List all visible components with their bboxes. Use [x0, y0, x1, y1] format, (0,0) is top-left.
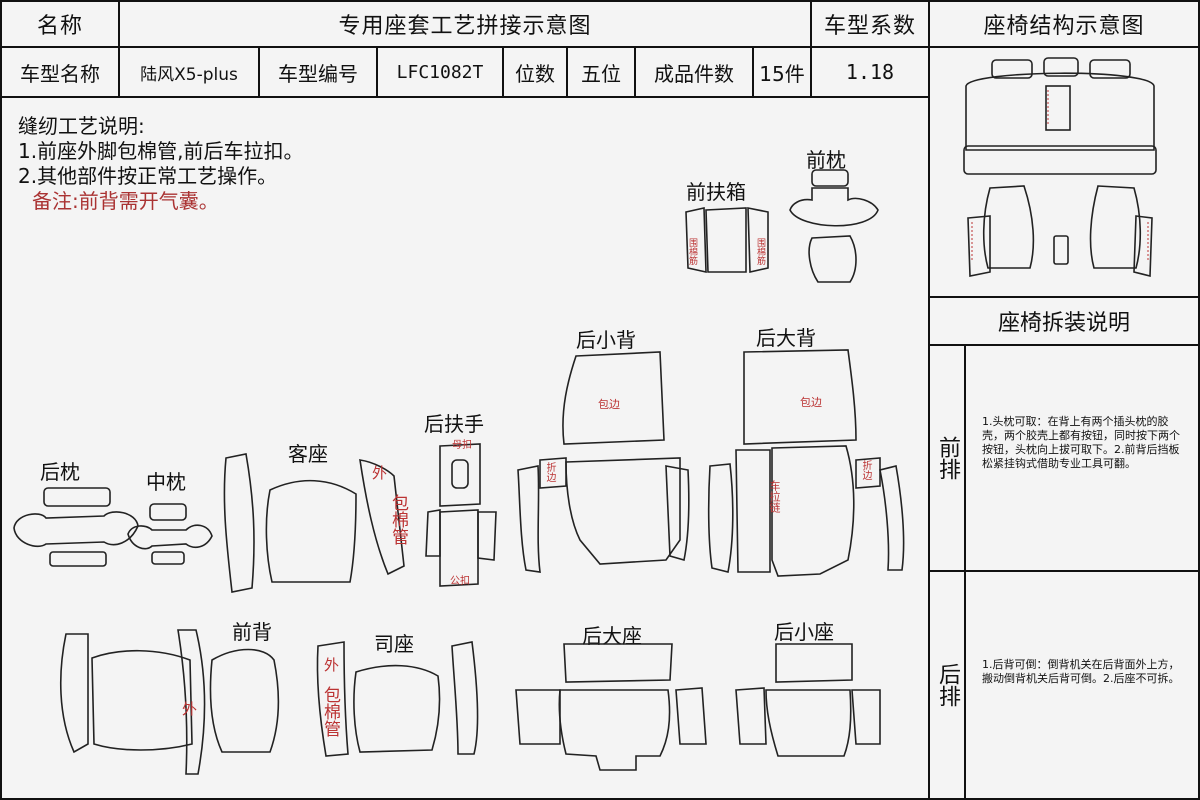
zipper-marks [971, 90, 1149, 262]
label-front-back: 前背 [232, 620, 272, 644]
notes-line-1: 1.前座外脚包棉管,前后车拉扣。 [18, 139, 304, 163]
front-pillow-pieces [789, 169, 879, 283]
page-title-text: 专用座套工艺拼接示意图 [338, 14, 592, 39]
seats-value-text: 五位 [581, 61, 621, 86]
annot-wrap-tube-driver: 包棉管 [320, 686, 340, 737]
notes-remark: 备注:前背需开气囊。 [32, 189, 219, 213]
pieces-label-text: 成品件数 [654, 61, 734, 86]
label-rear-armrest: 后扶手 [424, 412, 484, 436]
coef-label-text: 车型系数 [823, 14, 916, 39]
code-value-text: LFC1082T [396, 61, 484, 83]
model-label-text: 车型名称 [20, 61, 100, 86]
passenger-seat-pieces [223, 453, 405, 593]
name-label-text: 名称 [36, 14, 83, 39]
rear-big-seat-pieces [515, 643, 707, 771]
front-row-text-block: 1.头枕可取：在背上有两个插头枕的胶壳，两个胶壳上都有按钮，同时按下两个按钮，头… [982, 415, 1180, 470]
front-row-text: 前排 [935, 436, 960, 480]
code-label-text: 车型编号 [278, 61, 358, 86]
disassembly-title-text: 座椅拆装说明 [997, 311, 1130, 336]
annot-wrap-edge-big: 包边 [800, 396, 822, 409]
annot-fold-edge-small: 折边 [544, 462, 555, 482]
annot-female-buckle: 母扣 [452, 440, 472, 451]
model-value-text: 陆风X5-plus [140, 64, 238, 85]
sewing-notes: 缝纫工艺说明: 1.前座外脚包棉管,前后车拉扣。 2.其他部件按正常工艺操作。 … [18, 114, 303, 214]
label-rear-small-back: 后小背 [576, 328, 636, 352]
driver-seat-pieces [316, 641, 479, 757]
annot-wrap-edge-small: 包边 [598, 398, 620, 411]
mid-pillow-pieces [127, 503, 213, 565]
annot-wrap-tube-passenger: 包棉管 [388, 494, 408, 545]
coef-value: 1.18 [810, 46, 930, 98]
rear-armrest-pieces [425, 443, 497, 587]
notes-title: 缝纫工艺说明: [18, 114, 145, 138]
annot-male-buckle: 公扣 [450, 576, 470, 587]
label-driver-seat: 司座 [374, 632, 414, 656]
annot-wrap-tube-short-right: 围棉筋 [755, 238, 765, 265]
annot-fold-edge-big: 折边 [860, 460, 871, 480]
notes-line-2: 2.其他部件按正常工艺操作。 [18, 164, 278, 188]
annot-car-pull: 车拉链 [768, 480, 781, 513]
coef-label: 车型系数 [810, 0, 930, 48]
rear-pillow-pieces [13, 487, 139, 567]
label-front-pillow: 前枕 [806, 148, 846, 172]
label-rear-pillow: 后枕 [40, 460, 80, 484]
rear-row-text-block: 1.后背可倒：倒背机关在后背面外上方，搬动倒背机关后背可倒。2.后座不可拆。 [982, 658, 1180, 685]
rear-big-back-pieces [707, 349, 905, 577]
pieces-value-text: 15件 [759, 61, 805, 86]
label-passenger-seat: 客座 [288, 442, 328, 466]
seats-label-text: 位数 [515, 61, 555, 86]
annot-outer-driver: 外 [324, 656, 340, 674]
rear-row-text: 后排 [935, 663, 960, 707]
label-rear-big-back: 后大背 [756, 326, 816, 350]
rear-row-desc [964, 570, 1200, 800]
annot-outer-passenger: 外 [372, 464, 388, 482]
front-armrest-pieces [685, 207, 769, 274]
coef-value-text: 1.18 [845, 60, 895, 84]
label-mid-pillow: 中枕 [146, 470, 186, 494]
label-front-armrest: 前扶箱 [686, 180, 746, 204]
label-rear-small-seat: 后小座 [774, 620, 834, 644]
rear-small-back-pieces [517, 351, 690, 573]
seat-structure-diagram [963, 57, 1157, 278]
front-back-pieces [59, 629, 280, 775]
rear-small-seat-pieces [735, 643, 881, 757]
struct-title-text: 座椅结构示意图 [983, 14, 1145, 39]
annot-outer-front-back: 外 [182, 700, 198, 718]
annot-wrap-tube-short-left: 围棉筋 [687, 238, 697, 265]
